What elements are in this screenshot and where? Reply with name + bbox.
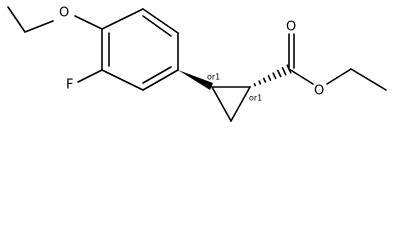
hashed-wedge-stripe xyxy=(263,77,267,83)
ethoxy-ch3-ch2-bond xyxy=(7,6,26,33)
ring-bond-4 xyxy=(142,69,179,91)
cyclopropane-bond-right xyxy=(230,86,251,122)
ring-bond-1 xyxy=(101,8,144,30)
ethoxy-o-ring-bond xyxy=(74,15,103,30)
ring-bond-5 xyxy=(101,69,144,91)
carbonyl-oxygen-label: O xyxy=(286,20,296,35)
hashed-wedge-stripe xyxy=(277,69,282,78)
ethoxy-group: O xyxy=(7,6,103,33)
fluoro-substituent: F xyxy=(66,69,103,93)
hashed-wedge-stripe xyxy=(281,67,287,76)
ring-bond-2 xyxy=(142,8,179,34)
wedge-bond-aryl-cyclopropane xyxy=(178,70,213,90)
ethyl-ester-group: O O xyxy=(286,20,387,99)
ethoxy-oxygen-label: O xyxy=(59,6,69,21)
hashed-wedge-stripe xyxy=(267,75,272,81)
carbonyl-c-o-single-bond xyxy=(288,68,314,85)
hashed-wedge-stripe xyxy=(272,72,277,80)
fluorine-label: F xyxy=(66,78,73,93)
chemical-structure-diagram: O F or1 or1 O O xyxy=(7,6,387,122)
ester-o-ch2-bond xyxy=(326,68,352,85)
hashed-wedge-bond xyxy=(253,64,292,87)
benzene-ring xyxy=(101,8,179,91)
cyclopropane-bond-left xyxy=(211,86,232,122)
stereo-label-ester-carbon: or1 xyxy=(249,94,262,103)
c-f-bond xyxy=(77,69,103,83)
cyclopropane-ring: or1 or1 xyxy=(207,73,262,122)
ring-inner-double-bond-bottom xyxy=(142,66,172,84)
ester-ch2-ch3-bond xyxy=(350,68,387,91)
hashed-wedge-stripe xyxy=(258,80,262,85)
ring-inner-double-bond-top xyxy=(142,15,172,37)
stereo-label-aryl-carbon: or1 xyxy=(207,73,220,82)
hashed-wedge-stripe xyxy=(253,82,257,87)
ester-oxygen-label: O xyxy=(314,84,324,99)
ethoxy-ch2-o-bond xyxy=(24,20,54,33)
